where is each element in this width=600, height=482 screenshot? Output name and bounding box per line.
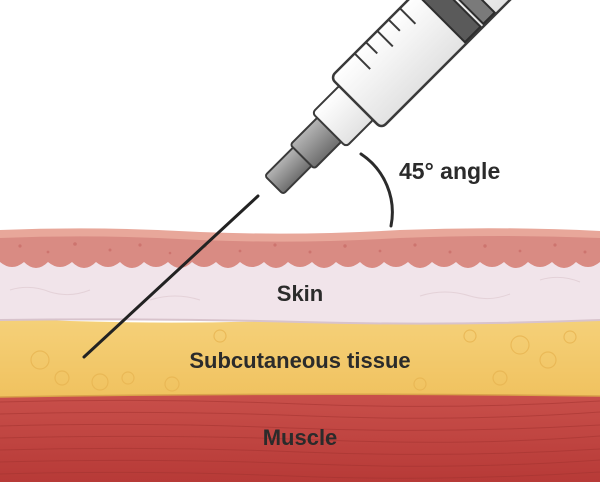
subcutaneous-label: Subcutaneous tissue <box>189 348 411 373</box>
muscle-layer <box>0 392 600 482</box>
angle-arc <box>359 152 394 228</box>
skin-surface <box>0 228 600 242</box>
angle-label: 45° angle <box>399 158 501 184</box>
skin-label: Skin <box>276 281 324 306</box>
subcutaneous-layer <box>0 316 600 398</box>
muscle-label: Muscle <box>262 425 338 450</box>
syringe-icon <box>265 0 529 194</box>
needle-icon <box>82 194 260 359</box>
skin-layer <box>0 234 600 325</box>
